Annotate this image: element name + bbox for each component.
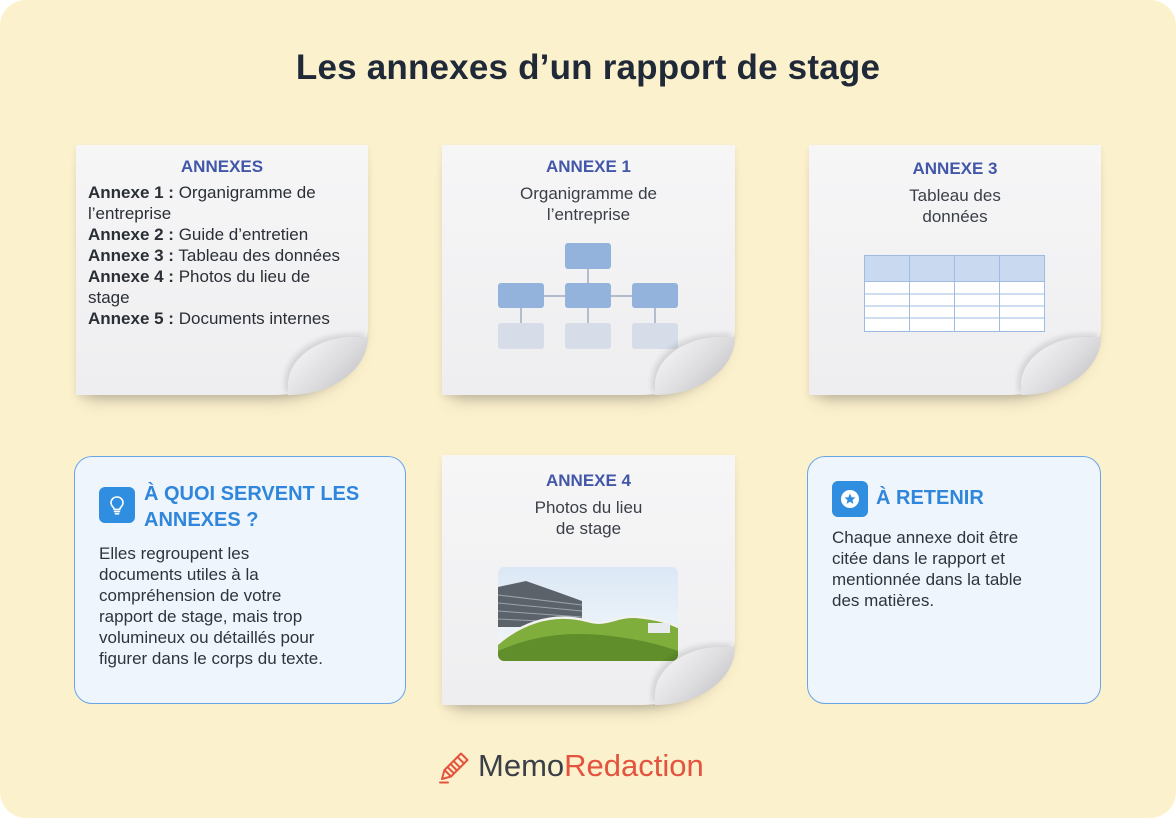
annexe-3-note: ANNEXE 3 Tableau des données [809,145,1101,395]
annexe-title: Documents internes [173,309,330,328]
brand-part-memo: Memo [478,748,565,783]
list-item: Annexe 1 : Organigramme de l’entreprise [88,182,350,224]
info-title: À RETENIR [876,487,984,509]
pencil-icon [439,752,469,784]
info-body: Elles regroupent les documents utiles à … [99,543,399,669]
brand-logo: MemoRedaction [436,742,704,790]
annexes-summary-note: ANNEXES Annexe 1 : Organigramme de l’ent… [76,145,368,395]
org-chart-illustration [498,243,678,349]
note-subtitle: Organigramme de l’entreprise [442,183,735,225]
body-line: compréhension de votre [99,586,282,605]
org-box-mid [565,283,611,308]
building-photo [498,567,678,661]
page-title: Les annexes d’un rapport de stage [295,48,881,87]
lightbulb-icon [99,487,135,523]
body-line: mentionnée dans la table [832,570,1022,589]
body-line: rapport de stage, mais trop [99,607,303,626]
subtitle-line: Tableau des [909,186,1001,205]
org-box-low [632,323,678,349]
subtitle-line: données [922,207,988,226]
annexe-4-note: ANNEXE 4 Photos du lieu de stage [442,455,735,705]
note-heading: ANNEXE 1 [545,157,632,176]
body-line: documents utiles à la [99,565,259,584]
body-line: figurer dans le corps du texte. [99,649,323,668]
star-icon [832,481,868,517]
list-item: Annexe 4 : Photos du lieu de stage [88,266,350,308]
org-box-low [565,323,611,349]
org-box-low [498,323,544,349]
note-heading: ANNEXES [180,157,264,176]
annexe-title: Photos du lieu de stage [88,267,311,307]
body-line: Elles regroupent les [99,544,250,563]
subtitle-line: l’entreprise [546,205,631,224]
subtitle-line: de stage [555,519,622,538]
info-title-line: ANNEXES ? [144,509,259,531]
info-body: Chaque annexe doit être citée dans le ra… [832,527,1092,611]
note-subtitle: Photos du lieu de stage [442,497,735,539]
annexe-number: Annexe 1 : [88,183,174,202]
annexe-title: Tableau des données [173,246,341,265]
list-item: Annexe 2 : Guide d’entretien [88,224,350,245]
note-subtitle: Tableau des données [809,185,1101,227]
annexe-number: Annexe 3 : [88,246,174,265]
org-box-mid [632,283,678,308]
purpose-info-box: À QUOI SERVENT LES ANNEXES ? Elles regro… [74,456,406,704]
remember-info-box: À RETENIR Chaque annexe doit être citée … [807,456,1101,704]
subtitle-line: Photos du lieu [534,498,643,517]
annexe-number: Annexe 2 : [88,225,174,244]
note-heading: ANNEXE 3 [912,159,998,178]
annexe-number: Annexe 4 : [88,267,174,286]
org-box-mid [498,283,544,308]
org-box-top [565,243,611,269]
annexe-title: Organigramme de l’entreprise [88,183,316,223]
annexe-1-note: ANNEXE 1 Organigramme de l’entreprise [442,145,735,395]
note-heading: ANNEXE 4 [545,471,632,490]
list-item: Annexe 3 : Tableau des données [88,245,350,266]
data-table-illustration [864,255,1045,332]
body-line: volumineux ou détaillés pour [99,628,315,647]
brand-wordmark: MemoRedaction [478,748,704,784]
annexes-list: Annexe 1 : Organigramme de l’entreprise … [88,182,350,329]
annexe-number: Annexe 5 : [88,309,174,328]
info-title-line: À QUOI SERVENT LES [144,483,360,505]
brand-part-redaction: Redaction [564,748,704,783]
body-line: Chaque annexe doit être [832,528,1019,547]
body-line: citée dans le rapport et [832,549,1005,568]
body-line: des matières. [832,591,935,610]
list-item: Annexe 5 : Documents internes [88,308,350,329]
annexe-title: Guide d’entretien [173,225,309,244]
subtitle-line: Organigramme de [519,184,657,203]
info-title: À QUOI SERVENT LES ANNEXES ? [144,481,359,533]
